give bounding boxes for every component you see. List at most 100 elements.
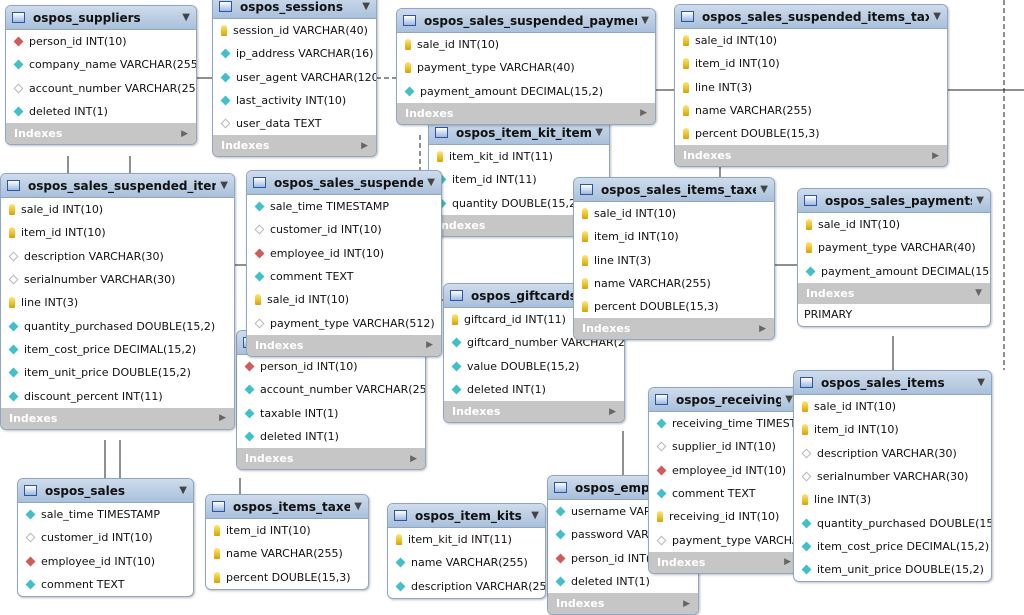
column-row[interactable]: item_unit_price DOUBLE(15,2) <box>1 361 234 384</box>
column-row[interactable]: value DOUBLE(15,2) <box>444 355 624 378</box>
column-row[interactable]: payment_type VARCHAR(20) <box>649 528 799 551</box>
table-header[interactable]: ospos_item_kit_items▼ <box>429 121 609 145</box>
column-row[interactable]: sale_id INT(10) <box>247 288 441 311</box>
column-row[interactable]: line INT(3) <box>574 249 774 272</box>
column-row[interactable]: name VARCHAR(255) <box>388 551 545 574</box>
column-row[interactable]: payment_type VARCHAR(40) <box>397 56 655 79</box>
column-row[interactable]: item_cost_price DECIMAL(15,2) <box>1 338 234 361</box>
column-row[interactable]: sale_id INT(10) <box>794 395 991 418</box>
table-header[interactable]: ospos_sales_suspended_items▼ <box>1 174 234 198</box>
column-row[interactable]: sale_id INT(10) <box>1 198 234 221</box>
collapse-toggle-icon[interactable]: ▼ <box>977 377 985 388</box>
table-sales_suspended_payments[interactable]: ospos_sales_suspended_payments▼sale_id I… <box>396 8 656 125</box>
table-suppliers[interactable]: ospos_suppliers▼person_id INT(10)company… <box>5 5 197 146</box>
column-row[interactable]: taxable INT(1) <box>237 402 425 425</box>
column-row[interactable]: line INT(3) <box>675 76 947 99</box>
table-header[interactable]: ospos_receivings▼ <box>649 388 799 412</box>
column-row[interactable]: line INT(3) <box>1 291 234 314</box>
column-row[interactable]: item_id INT(10) <box>675 52 947 75</box>
column-row[interactable]: payment_type VARCHAR(512) <box>247 311 441 334</box>
indexes-bar[interactable]: Indexes▶ <box>444 401 624 423</box>
indexes-bar[interactable]: Indexes▶ <box>548 593 698 615</box>
column-row[interactable]: supplier_id INT(10) <box>649 435 799 458</box>
table-item_kit_items[interactable]: ospos_item_kit_items▼item_kit_id INT(11)… <box>428 120 610 237</box>
column-row[interactable]: customer_id INT(10) <box>247 218 441 241</box>
expand-arrow-icon[interactable]: ▶ <box>609 406 616 417</box>
expand-arrow-icon[interactable]: ▶ <box>683 598 690 609</box>
table-header[interactable]: ospos_suppliers▼ <box>6 6 196 30</box>
table-header[interactable]: ospos_sales_suspended_payments▼ <box>397 9 655 33</box>
column-row[interactable]: name VARCHAR(255) <box>206 542 368 565</box>
column-row[interactable]: item_cost_price DECIMAL(15,2) <box>794 535 991 558</box>
column-row[interactable]: percent DOUBLE(15,3) <box>574 295 774 318</box>
column-row[interactable]: receiving_id INT(10) <box>649 505 799 528</box>
column-row[interactable]: payment_amount DECIMAL(15,2) <box>397 80 655 103</box>
table-item_kits[interactable]: ospos_item_kits▼item_kit_id INT(11)name … <box>387 503 546 599</box>
table-sales_items[interactable]: ospos_sales_items▼sale_id INT(10)item_id… <box>793 370 992 583</box>
indexes-bar[interactable]: Indexes▶ <box>574 318 774 340</box>
collapse-toggle-icon[interactable]: ▼ <box>785 394 793 405</box>
indexes-bar[interactable]: Indexes▼ <box>798 282 990 304</box>
column-row[interactable]: customer_id INT(10) <box>18 526 193 549</box>
column-row[interactable]: serialnumber VARCHAR(30) <box>794 465 991 488</box>
column-row[interactable]: account_number VARCHAR(255) <box>6 77 196 100</box>
column-row[interactable]: user_data TEXT <box>213 112 376 135</box>
column-row[interactable]: sale_id INT(10) <box>675 29 947 52</box>
table-header[interactable]: ospos_sales_payments▼ <box>798 189 990 213</box>
column-row[interactable]: deleted INT(1) <box>444 378 624 401</box>
table-header[interactable]: ospos_item_kits▼ <box>388 504 545 528</box>
table-header[interactable]: ospos_sales_items▼ <box>794 371 991 395</box>
column-row[interactable]: quantity_purchased DOUBLE(15,2) <box>1 314 234 337</box>
table-sales_items_taxes[interactable]: ospos_sales_items_taxes▼sale_id INT(10)i… <box>573 177 775 341</box>
column-row[interactable]: description VARCHAR(30) <box>794 442 991 465</box>
table-header[interactable]: ospos_sales_suspended▼ <box>247 171 441 195</box>
collapse-toggle-icon[interactable]: ▼ <box>220 180 228 191</box>
column-row[interactable]: ip_address VARCHAR(16) <box>213 42 376 65</box>
expand-arrow-icon[interactable]: ▶ <box>181 128 188 139</box>
table-sales_suspended[interactable]: ospos_sales_suspended▼sale_time TIMESTAM… <box>246 170 442 357</box>
column-row[interactable]: sale_id INT(10) <box>574 202 774 225</box>
column-row[interactable]: item_id INT(11) <box>429 168 609 191</box>
column-row[interactable]: person_id INT(10) <box>6 30 196 53</box>
table-sales_suspended_items[interactable]: ospos_sales_suspended_items▼sale_id INT(… <box>0 173 235 430</box>
expand-arrow-icon[interactable]: ▶ <box>410 453 417 464</box>
indexes-bar[interactable]: Indexes▶ <box>675 145 947 167</box>
column-row[interactable]: item_id INT(10) <box>206 519 368 542</box>
column-row[interactable]: serialnumber VARCHAR(30) <box>1 268 234 291</box>
collapse-toggle-icon[interactable]: ▼ <box>427 177 435 188</box>
indexes-bar[interactable]: Indexes▶ <box>397 102 655 124</box>
column-row[interactable]: comment TEXT <box>247 265 441 288</box>
collapse-toggle-icon[interactable]: ▼ <box>760 184 768 195</box>
collapse-toggle-icon[interactable]: ▼ <box>641 15 649 26</box>
expand-arrow-icon[interactable]: ▶ <box>426 340 433 351</box>
column-row[interactable]: deleted INT(1) <box>237 425 425 448</box>
column-row[interactable]: name VARCHAR(255) <box>675 99 947 122</box>
column-row[interactable]: item_kit_id INT(11) <box>429 145 609 168</box>
column-row[interactable]: quantity_purchased DOUBLE(15,2) <box>794 511 991 534</box>
column-row[interactable]: percent DOUBLE(15,3) <box>675 122 947 145</box>
column-row[interactable]: item_kit_id INT(11) <box>388 528 545 551</box>
indexes-bar[interactable]: Indexes▶ <box>237 448 425 470</box>
column-row[interactable]: comment TEXT <box>649 482 799 505</box>
column-row[interactable]: payment_amount DECIMAL(15,2) <box>798 260 990 283</box>
collapse-toggle-icon[interactable]: ▼ <box>182 12 190 23</box>
column-row[interactable]: name VARCHAR(255) <box>574 272 774 295</box>
table-sales_items_taxes2[interactable]: ospos_items_taxes▼item_id INT(10)name VA… <box>205 494 369 590</box>
indexes-bar[interactable]: Indexes▶ <box>6 123 196 145</box>
indexes-bar[interactable]: Indexes▶ <box>1 407 234 429</box>
column-row[interactable]: description VARCHAR(255) <box>388 575 545 598</box>
table-header[interactable]: ospos_sales▼ <box>18 479 193 503</box>
column-row[interactable]: account_number VARCHAR(255) <box>237 378 425 401</box>
expand-arrow-icon[interactable]: ▶ <box>640 108 647 119</box>
collapse-toggle-icon[interactable]: ▼ <box>595 127 603 138</box>
column-row[interactable]: quantity DOUBLE(15,2) <box>429 192 609 215</box>
collapse-toggle-icon[interactable]: ▼ <box>362 1 370 12</box>
column-row[interactable]: item_id INT(10) <box>794 418 991 441</box>
expand-arrow-icon[interactable]: ▼ <box>975 288 982 299</box>
column-row[interactable]: percent DOUBLE(15,3) <box>206 566 368 589</box>
collapse-toggle-icon[interactable]: ▼ <box>933 11 941 22</box>
collapse-toggle-icon[interactable]: ▼ <box>179 485 187 496</box>
table-header[interactable]: ospos_sales_suspended_items_taxes▼ <box>675 5 947 29</box>
column-row[interactable]: employee_id INT(10) <box>247 242 441 265</box>
column-row[interactable]: sale_time TIMESTAMP <box>18 503 193 526</box>
